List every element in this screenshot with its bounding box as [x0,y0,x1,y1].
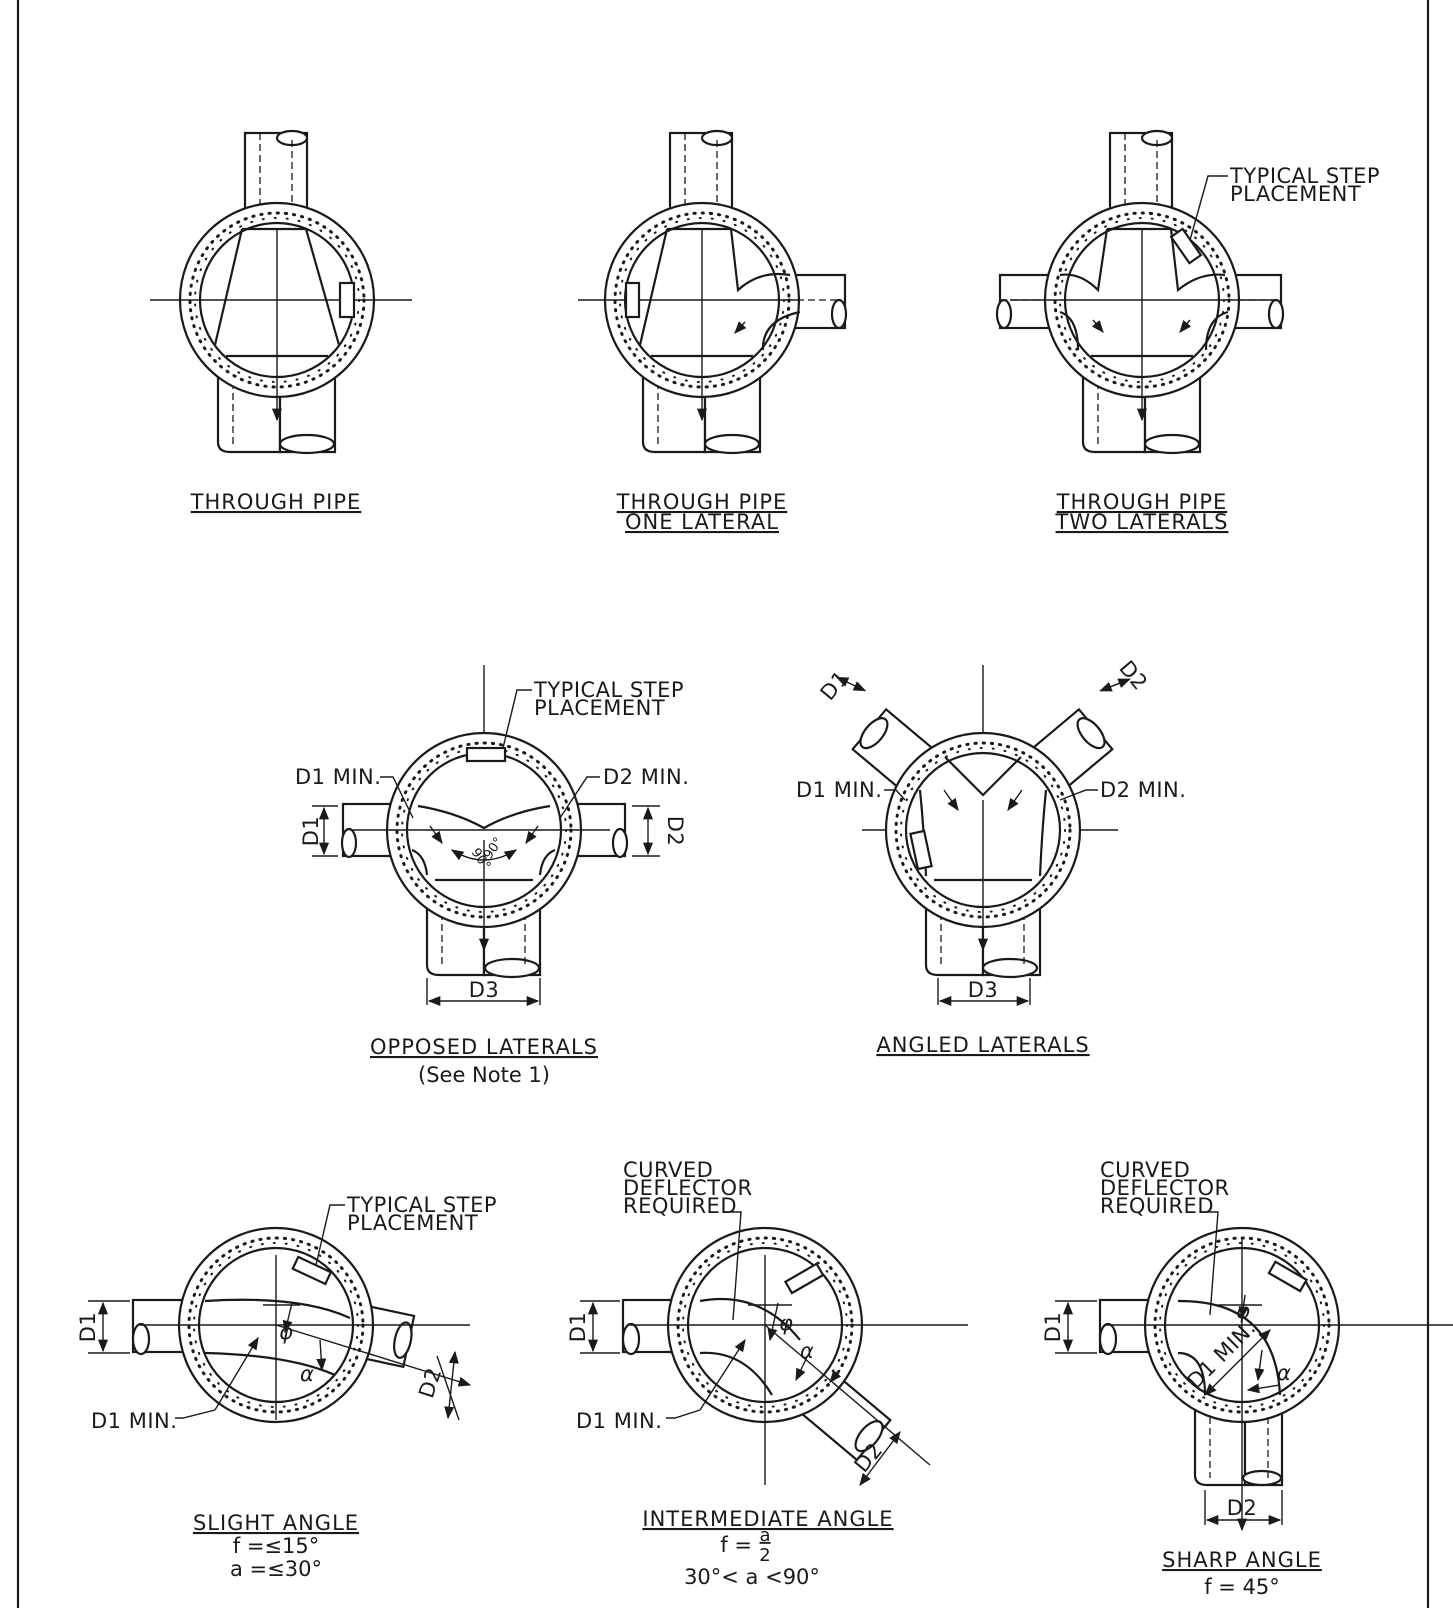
callout-curved-deflector-7-line2: DEFLECTOR [623,1176,753,1200]
caption-intermediate-angle: INTERMEDIATE ANGLE [642,1507,893,1531]
callout-typical-step-placement-3-line2: PLACEMENT [1230,182,1361,206]
note-sharp-angle-phi: f = 45° [1204,1575,1280,1599]
detail-slight-angle: φ α TYPICAL STEP PLACEMENT D1 MIN. D1 D2… [76,1193,497,1581]
note-intermediate-phi: f = [720,1533,752,1557]
caption-sharp-angle: SHARP ANGLE [1162,1548,1322,1572]
label-alpha-intermediate: α [800,1339,814,1363]
callout-typical-step-placement-4-line1: TYPICAL STEP [533,678,684,702]
detail-through-pipe-two-laterals: TYPICAL STEP PLACEMENT THROUGH PIPE TWO … [995,129,1380,534]
callout-curved-deflector-8-line1: CURVED [1100,1158,1190,1182]
label-d2-sharp: D2 [1227,1496,1258,1520]
caption-through-pipe-one-lateral-line1: THROUGH PIPE [616,490,788,514]
label-d2-opposed: D2 [663,816,687,847]
callout-typical-step-placement-3-line1: TYPICAL STEP [1229,164,1380,188]
caption-through-pipe-two-laterals-line1: THROUGH PIPE [1056,490,1228,514]
label-d1-min-slight: D1 MIN. [91,1409,177,1433]
detail-opposed-laterals: 90° 90° TYPICAL STEP PLACEMENT D1 MIN. D… [295,665,689,1087]
detail-through-pipe-one-lateral: THROUGH PIPE ONE LATERAL [578,129,848,534]
label-d3-opposed: D3 [469,978,500,1002]
label-d1-min-intermediate: D1 MIN. [576,1409,662,1433]
note-intermediate-alpha: 30°< a <90° [684,1565,820,1589]
caption-through-pipe: THROUGH PIPE [190,490,362,514]
callout-curved-deflector-8-line3: REQUIRED [1100,1194,1214,1218]
callout-typical-step-placement-6-line2: PLACEMENT [347,1211,478,1235]
note-opposed-laterals: (See Note 1) [418,1063,550,1087]
label-d2-min-angled: D2 MIN. [1100,778,1186,802]
callout-typical-step-placement-6-line1: TYPICAL STEP [346,1193,497,1217]
callout-curved-deflector-8-line2: DEFLECTOR [1100,1176,1230,1200]
label-d1-slight: D1 [76,1312,100,1343]
label-d1-angled: D1 [816,666,854,705]
label-phi-intermediate: φ [779,1311,793,1335]
detail-sharp-angle: D1 MIN. φ α CURVED DEFLECTOR REQUIRED D1… [1041,1158,1453,1599]
detail-intermediate-angle: φ α CURVED DEFLECTOR REQUIRED D1 MIN. D1… [566,1158,968,1589]
label-d2-min-opposed: D2 MIN. [603,765,689,789]
caption-angled-laterals: ANGLED LATERALS [876,1033,1089,1057]
label-alpha-sharp: α [1277,1361,1291,1385]
label-alpha-slight: α [300,1362,314,1386]
label-d1-opposed: D1 [299,816,323,847]
label-d3-angled: D3 [968,978,999,1002]
label-d2-angled: D2 [1114,656,1152,695]
label-phi-sharp: φ [1236,1299,1250,1323]
caption-opposed-laterals: OPPOSED LATERALS [370,1035,598,1059]
label-d1-min-angled: D1 MIN. [796,778,882,802]
detail-through-pipe: THROUGH PIPE [150,129,412,514]
note-slight-angle-phi: f =≤15° [233,1534,319,1558]
callout-typical-step-placement-4-line2: PLACEMENT [534,696,665,720]
callout-curved-deflector-7-line1: CURVED [623,1158,713,1182]
label-d1-sharp: D1 [1041,1312,1065,1343]
fraction-denominator: 2 [759,1545,770,1566]
note-slight-angle-alpha: a =≤30° [230,1557,322,1581]
caption-through-pipe-two-laterals-line2: TWO LATERALS [1055,510,1229,534]
detail-angled-laterals: D1 MIN. D2 MIN. D1 D2 D3 ANGLED LATERALS [796,656,1186,1057]
callout-curved-deflector-7-line3: REQUIRED [623,1194,737,1218]
fraction-numerator: a [759,1525,770,1546]
caption-slight-angle: SLIGHT ANGLE [193,1511,359,1535]
label-d1-min-opposed: D1 MIN. [295,765,381,789]
label-phi-slight: φ [279,1320,293,1344]
caption-through-pipe-one-lateral-line2: ONE LATERAL [625,510,779,534]
label-d1-intermediate: D1 [566,1312,590,1343]
